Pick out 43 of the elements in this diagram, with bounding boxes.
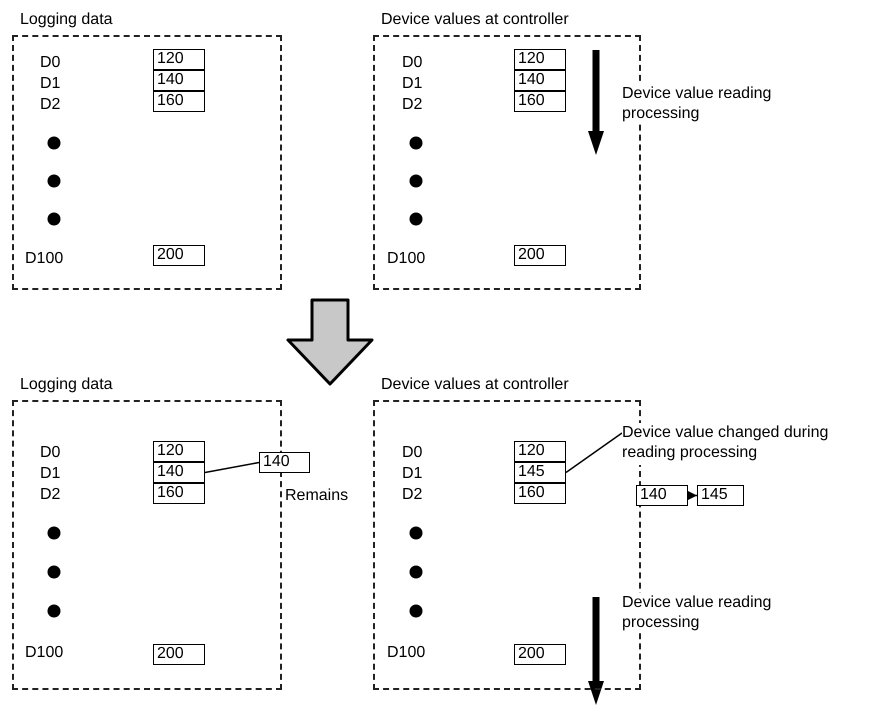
device-name: D100 <box>25 249 64 268</box>
panel-heading: Device values at controller <box>381 10 569 29</box>
device-name: D1 <box>40 74 60 93</box>
panel-heading: Logging data <box>20 10 113 29</box>
device-name: D0 <box>402 53 422 72</box>
value-field: 200 <box>514 644 566 665</box>
value-field: 140 <box>259 452 310 473</box>
value-field: 145 <box>697 485 744 506</box>
arrow <box>686 490 697 501</box>
value-field: 200 <box>514 245 566 266</box>
device-name: D100 <box>387 249 426 268</box>
value-field: 140 <box>514 70 566 91</box>
value-field: 140 <box>153 70 205 91</box>
value-field: 200 <box>153 644 205 665</box>
device-name: D2 <box>402 485 422 504</box>
device-name: D2 <box>402 95 422 114</box>
value-field: 160 <box>153 91 205 112</box>
device-name: D0 <box>40 443 60 462</box>
value-field: 120 <box>153 441 205 462</box>
device-name: D0 <box>402 443 422 462</box>
device-name: D100 <box>387 643 426 662</box>
value-field: 160 <box>514 483 566 504</box>
leader-line <box>566 432 622 474</box>
value-field: 140 <box>636 485 688 506</box>
value-field: 160 <box>514 91 566 112</box>
value-field: 120 <box>514 441 566 462</box>
device-name: Remains <box>285 486 348 505</box>
value-field: 145 <box>514 462 566 483</box>
leader-line <box>204 462 260 474</box>
device-name: D100 <box>25 643 64 662</box>
device-name: D1 <box>402 74 422 93</box>
device-name: D2 <box>40 95 60 114</box>
value-field: 120 <box>514 49 566 70</box>
device-name: D0 <box>40 53 60 72</box>
device-name: D1 <box>402 464 422 483</box>
device-name: D1 <box>40 464 60 483</box>
value-field: 140 <box>153 462 205 483</box>
panel-heading: Logging data <box>20 375 113 394</box>
value-field: 120 <box>153 49 205 70</box>
panel-heading: Device values at controller <box>381 375 569 394</box>
value-field: 200 <box>153 245 205 266</box>
value-field: 160 <box>153 483 205 504</box>
device-name: D2 <box>40 485 60 504</box>
